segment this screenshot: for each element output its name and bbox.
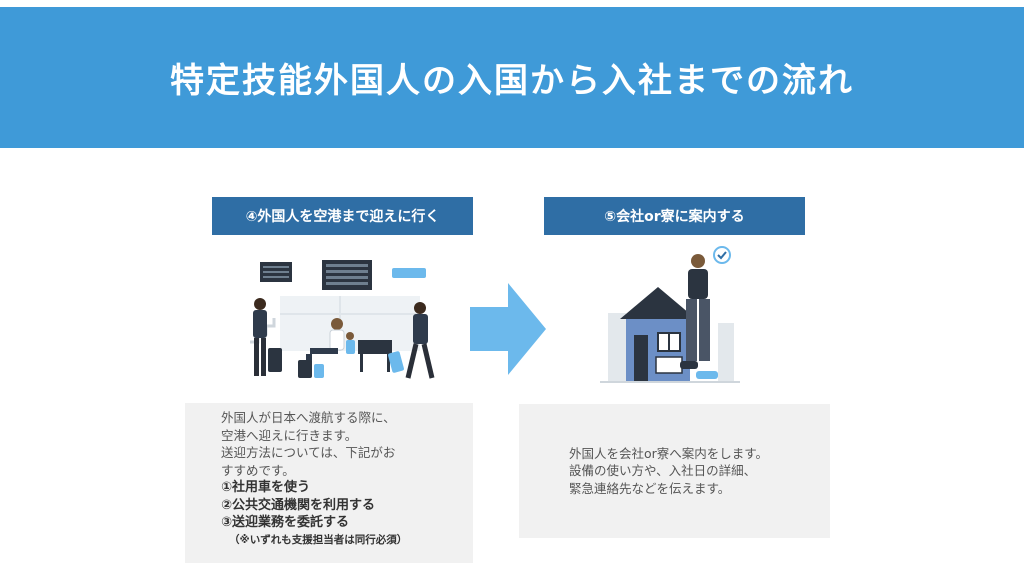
option-outsourcing: ③送迎業務を委託する [221, 515, 350, 530]
description-line: 空港へ迎えに行きます。 [221, 427, 358, 443]
airport-travelers-illustration [250, 260, 435, 379]
description-line: すすめです。 [221, 462, 295, 478]
right-arrow-icon [470, 283, 546, 375]
title-banner: 特定技能外国人の入国から入社までの流れ [0, 7, 1024, 148]
description-line: 緊急連絡先などを伝えます。 [569, 480, 731, 496]
description-line: 設備の使い方や、入社日の詳細、 [569, 463, 757, 479]
man-with-house-illustration [600, 246, 740, 383]
description-line: 外国人を会社or寮へ案内をします。 [569, 445, 769, 461]
step-4-label: ④外国人を空港まで迎えに行く [212, 197, 473, 235]
option-public-transport: ②公共交通機関を利用する [221, 497, 376, 513]
option-company-car: ①社用車を使う [221, 480, 311, 495]
description-line: 外国人が日本へ渡航する際に、 [221, 410, 396, 425]
description-line: 送迎方法については、下記がお [221, 445, 396, 460]
accompaniment-note: （※いずれも支援担当者は同行必須） [229, 533, 408, 546]
page-title: 特定技能外国人の入国から入社までの流れ [170, 61, 854, 101]
step-5-label: ⑤会社or寮に案内する [544, 197, 805, 235]
step-4-description: 外国人が日本へ渡航する際に、 空港へ迎えに行きます。 送迎方法については、下記が… [185, 403, 473, 563]
step-5-description: 外国人を会社or寮へ案内をします。 設備の使い方や、入社日の詳細、 緊急連絡先な… [519, 404, 830, 538]
